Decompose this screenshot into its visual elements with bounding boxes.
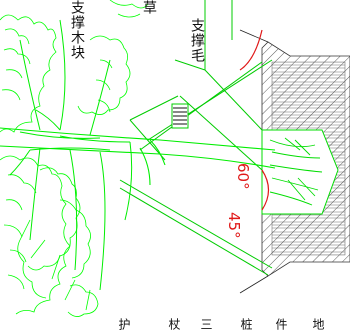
bottom-label: 件 <box>274 318 288 330</box>
trunk-support-label: 支撑木块 <box>69 0 85 60</box>
binding-band <box>171 103 189 129</box>
bamboo-support-label: 支撑毛 <box>189 18 205 63</box>
support-stakes <box>119 0 273 276</box>
bottom-label: 桩 <box>239 318 253 330</box>
soil-mound <box>239 29 350 294</box>
bottom-label: 护 <box>117 318 131 330</box>
bottom-label: 三 <box>199 318 213 330</box>
root-ball <box>269 137 323 206</box>
angle-arcs <box>239 29 270 211</box>
tree-branches <box>9 19 133 291</box>
grass-rope-label: 草 <box>141 0 157 14</box>
tree-trunk <box>0 127 276 186</box>
angle-label-bottom: 45° <box>225 212 243 239</box>
bottom-label: 地 <box>311 318 325 330</box>
bottom-label-row: 护 杖 三 桩 件 地 <box>0 318 350 333</box>
angle-label-top: 60° <box>234 163 252 190</box>
bottom-label: 杖 <box>167 318 181 330</box>
